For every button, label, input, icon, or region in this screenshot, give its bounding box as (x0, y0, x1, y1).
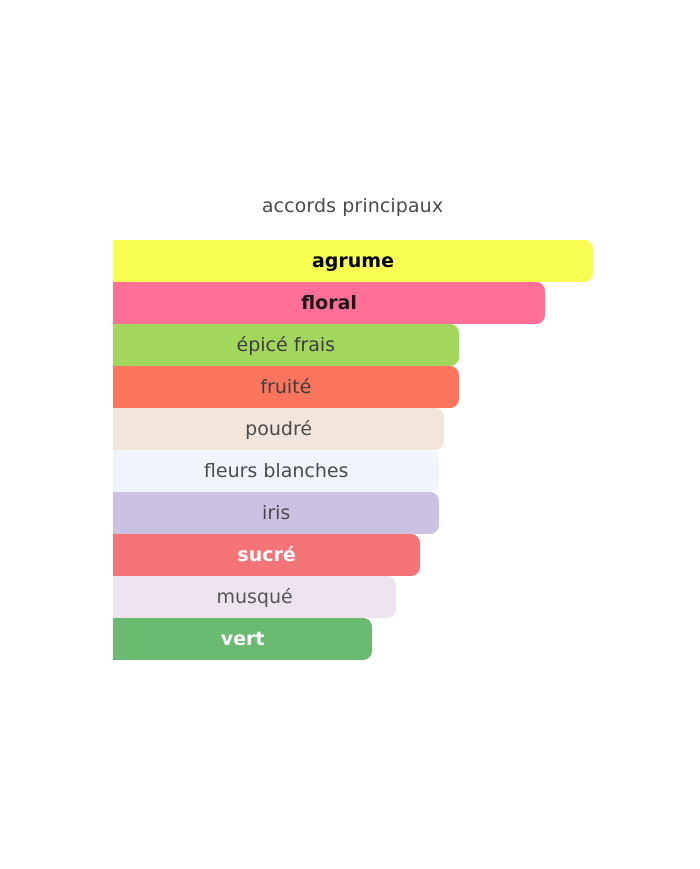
bar-label: iris (262, 502, 291, 524)
bar-0: agrume (113, 240, 593, 282)
bar-label: épicé frais (236, 334, 336, 356)
bar-5: fleurs blanches (113, 450, 440, 492)
bar-label: floral (301, 292, 357, 314)
bar-label: poudré (245, 418, 313, 440)
bar-4: poudré (113, 408, 445, 450)
bar-label: sucré (237, 544, 296, 566)
bars-container: agrume floral épicé frais fruité poudré fleur… (113, 240, 593, 660)
chart-title: accords principaux (261, 195, 444, 217)
bar-8: musqué (113, 576, 397, 618)
bar-7: sucré (113, 534, 421, 576)
bar-label: agrume (311, 250, 394, 272)
bar-label: fleurs blanches (203, 460, 349, 482)
bar-label: fruité (260, 376, 312, 398)
bar-label: musqué (216, 586, 293, 608)
bar-2: épicé frais (113, 324, 459, 366)
bar-label: vert (220, 628, 265, 650)
bar-9: vert (113, 618, 373, 660)
bar-1: floral (113, 282, 545, 324)
bar-6: iris (113, 492, 440, 534)
bar-3: fruité (113, 366, 459, 408)
